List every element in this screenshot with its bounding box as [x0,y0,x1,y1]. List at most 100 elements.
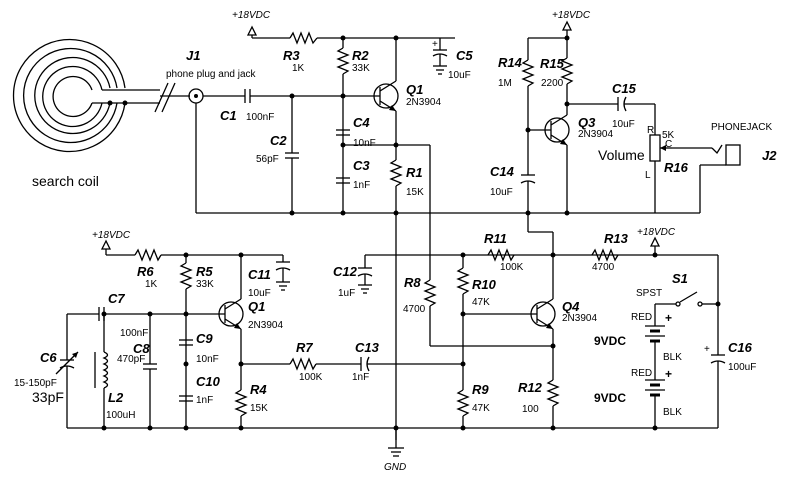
c8-value: 470pF [117,354,145,365]
j2-desc: PHONEJACK [711,122,772,133]
c16-value: 100uF [728,362,756,373]
r11-value: 100K [500,262,524,273]
q4-value: 2N3904 [562,313,597,324]
c14-value: 10uF [490,187,513,198]
r10-ref: R10 [472,277,497,292]
c1-value: 100nF [246,112,274,123]
c9-ref: C9 [196,331,213,346]
r16-ref: R16 [664,160,689,175]
r4-value: 15K [250,403,268,414]
volume-label: Volume [598,147,645,163]
r4-ref: R4 [250,382,267,397]
c4-ref: C4 [353,115,370,130]
c7-ref: C7 [108,291,125,306]
battery2-value: 9VDC [594,391,626,405]
r7-ref: R7 [296,340,313,355]
j2-ref: J2 [762,148,777,163]
q1-top-ref: Q1 [406,82,423,97]
c1-capacitor [244,89,251,103]
c15-ref: C15 [612,81,637,96]
r7-value: 100K [299,372,323,383]
r13-value: 4700 [592,262,615,273]
r3-ref: R3 [283,48,300,63]
q1-top-transistor [373,80,399,112]
battery2-plus: + [665,367,672,381]
r1-ref: R1 [406,165,423,180]
q3-value: 2N3904 [578,129,613,140]
supply-label-3: +18VDC [637,227,676,238]
c13-value: 1nF [352,372,369,383]
c13-ref: C13 [355,340,380,355]
r5-ref: R5 [196,264,213,279]
supply-label-1: +18VDC [232,10,271,21]
r2-ref: R2 [352,48,369,63]
svg-text:+: + [432,39,438,50]
c10-ref: C10 [196,374,221,389]
c2-value: 56pF [256,154,279,165]
c11-value: 10uF [248,288,271,299]
c5-ref: C5 [456,48,473,63]
c11-ref: C11 [248,267,271,282]
c4-value: 10nF [353,138,376,149]
c7-value: 100nF [120,328,148,339]
pot-pin-r: R [647,125,654,136]
r8-value: 4700 [403,304,426,315]
r12-ref: R12 [518,380,543,395]
c3-value: 1nF [353,180,370,191]
r14-ref: R14 [498,55,523,70]
r10-value: 47K [472,297,490,308]
j1-desc: phone plug and jack [166,69,257,80]
r5-value: 33K [196,279,214,290]
r6-ref: R6 [137,264,154,279]
supply-label-2: +18VDC [552,10,591,21]
r6-value: 1K [145,279,158,290]
c9-value: 10nF [196,354,219,365]
svg-text:+: + [704,344,710,355]
q1-top-value: 2N3904 [406,97,441,108]
c3-ref: C3 [353,158,370,173]
search-coil [12,38,160,153]
search-coil-label: search coil [32,173,99,189]
pot-pin-l: L [645,170,651,181]
c6-ref: C6 [40,350,57,365]
q1-bottom-value: 2N3904 [248,320,283,331]
r9-value: 47K [472,403,490,414]
cable-break-mark [154,82,190,113]
r11-ref: R11 [484,231,507,246]
battery1-value: 9VDC [594,334,626,348]
c10-value: 1nF [196,395,213,406]
l2-value: 100uH [106,410,135,421]
j1-ref: J1 [186,48,200,63]
r1-value: 15K [406,187,424,198]
j2-phonejack [655,144,741,214]
l2-ref: L2 [108,390,124,405]
q4-ref: Q4 [562,299,580,314]
c2-ref: C2 [270,133,287,148]
battery1-plus: + [665,311,672,325]
c14-ref: C14 [490,164,515,179]
s1-ref: S1 [672,271,688,286]
c16-ref: C16 [728,340,753,355]
battery2-blk: BLK [663,407,682,418]
r9-ref: R9 [472,382,489,397]
pot-pin-c: C [665,139,672,150]
ground-symbol [388,428,404,457]
r12-value: 100 [522,404,539,415]
r8-ref: R8 [404,275,421,290]
r15-ref: R15 [540,56,565,71]
gnd-label: GND [384,462,406,473]
supply-label-4: +18VDC [92,230,131,241]
q3-ref: Q3 [578,115,596,130]
r3-value: 1K [292,63,305,74]
s1-desc: SPST [636,288,662,299]
r14-value: 1M [498,78,512,89]
q1-bottom-ref: Q1 [248,299,265,314]
c5-value: 10uF [448,70,471,81]
c15-value: 10uF [612,119,635,130]
c12-value: 1uF [338,288,355,299]
c6-value: 15-150pF [14,378,57,389]
r13-ref: R13 [604,231,629,246]
c1-ref: C1 [220,108,237,123]
